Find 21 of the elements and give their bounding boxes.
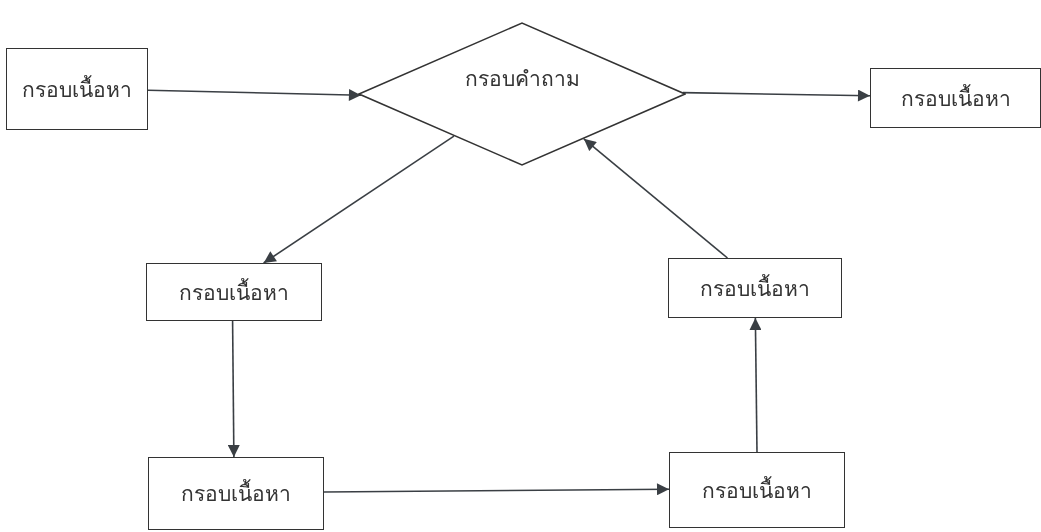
content-box [6,48,148,130]
arrow [147,89,362,101]
content-box [146,263,322,321]
box-label: กรอบเนื้อหา [702,475,812,505]
box-label: กรอบเนื้อหา [700,273,810,303]
box-label: กรอบเนื้อหา [179,277,289,307]
decision-diamond [358,22,686,166]
content-box [669,452,845,528]
arrow [583,138,729,259]
arrow [682,89,871,102]
box-label: กรอบเนื้อหา [181,477,291,510]
arrow [749,317,762,453]
content-box [870,68,1041,128]
content-box [148,457,324,530]
arrow [227,320,240,458]
content-box [668,258,842,318]
box-label: กรอบคำถาม [464,66,580,93]
arrow [262,135,455,264]
box-label: กรอบเนื้อหา [900,83,1011,113]
box-label: กรอบเนื้อหา [22,74,132,104]
arrow [323,483,670,496]
